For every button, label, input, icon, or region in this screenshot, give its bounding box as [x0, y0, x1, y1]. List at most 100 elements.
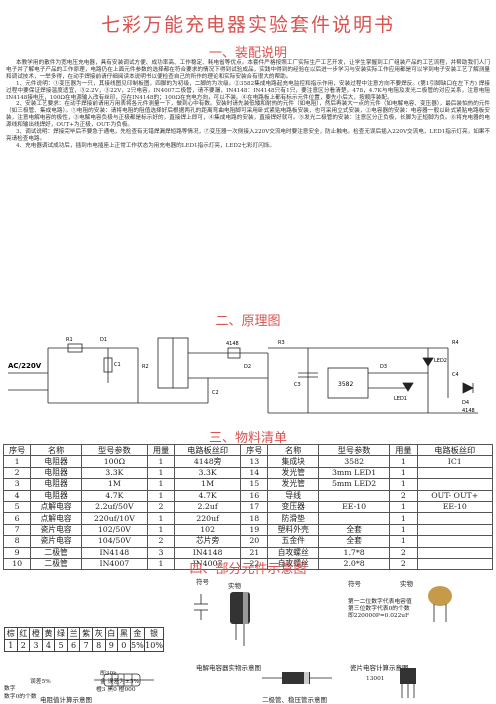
bom-cell: 集成块 [267, 455, 320, 468]
bom-cell: 1 [389, 523, 418, 537]
bom-cell [318, 489, 391, 502]
section-heading-schematic: 二、原理图 [215, 314, 281, 329]
electrolytic-real-label: 实物 [228, 582, 241, 590]
label-led2: LED2 [434, 358, 447, 364]
bom-cell: 3582 [318, 455, 391, 468]
label-d1: D1 [100, 337, 107, 343]
bom-cell: 瓷片电容 [30, 535, 82, 548]
bom-header-cell: 电路板丝印 [416, 443, 494, 457]
bom-cell: 20 [240, 535, 269, 548]
ceramic-note-3: 即220000P=0.022uF [348, 613, 410, 619]
bom-cell: 4 [2, 489, 32, 502]
ac-input-label: AC/220V [8, 362, 42, 370]
bom-cell: 点解电容 [30, 512, 82, 525]
ceramic-note-1: 第一二位数字代表电容值 [348, 599, 412, 605]
document-title: 七彩万能充电器实验套件说明书 [100, 14, 395, 36]
bom-cell: 100Ω [80, 455, 148, 468]
bom-cell: 8 [2, 535, 32, 548]
ceramic-real-label: 实物 [400, 580, 413, 588]
component-paragraph: 1、元件说明：①变压器为一只，其接线图见印制板图，四脚的为初级，二脚的为次级。②… [6, 80, 490, 101]
label-c4: C4 [452, 372, 459, 378]
bom-cell: 二极管 [30, 546, 82, 559]
bom-cell [416, 557, 494, 571]
bom-cell: 1 [146, 489, 176, 502]
bom-cell: 4.7K [174, 489, 242, 502]
label-led1: LED1 [394, 396, 407, 402]
bom-cell: 3.3K [174, 466, 242, 480]
res-note-zero-count: 数字0的个数 [4, 694, 37, 700]
transistor-label: 13001 [366, 676, 385, 682]
bom-cell: 1 [389, 478, 418, 491]
bom-cell: 电阻器 [30, 466, 82, 480]
assembly-text: 本教学用的散件为宽电压充电器，具有安装调试方便、成功率高、工作稳定、耗电省等优点… [6, 60, 490, 150]
label-r2: R2 [142, 364, 149, 370]
bom-cell: 自攻螺丝 [267, 546, 320, 559]
bom-header-cell: 电路板丝印 [174, 443, 242, 457]
ceramic-capacitor-image [428, 586, 452, 622]
res-note-bands: 橙3 黑0 橙000 [96, 687, 136, 693]
label-4148-a: 4148 [226, 341, 239, 347]
electrolytic-capacitor-image [194, 592, 250, 646]
bom-cell: 22 [240, 557, 269, 571]
debug-paragraph: 3、调试说明：焊接完毕后不要急于通电，先检查有无错焊漏焊短路等情况，⑦变压器一次… [6, 129, 490, 142]
bom-cell [416, 535, 494, 548]
ceramic-caption: 瓷片电容计算示意图 [350, 664, 409, 672]
label-r3: R3 [278, 340, 285, 346]
bom-cell: 自攻螺丝 [267, 557, 320, 571]
bom-cell: EE-10 [416, 500, 494, 514]
bom-cell: 1 [146, 455, 176, 468]
bom-cell: 2 [146, 500, 176, 514]
bom-cell: 9 [2, 546, 32, 559]
bom-cell: 6 [2, 512, 32, 525]
electrolytic-symbol-label: 符号 [196, 578, 209, 586]
bom-header-row: 序号 名称 型号参数 用量 电路板丝印 序号 名称 型号参数 用量 电路板丝印 [2, 443, 494, 457]
bom-header-cell: 用量 [389, 443, 418, 457]
bom-cell: 3.3K [80, 466, 148, 480]
bom-cell: 1 [389, 466, 418, 480]
bom-cell: 1 [389, 512, 418, 525]
bom-cell: 15 [240, 478, 269, 491]
bom-cell: 塑料外壳 [267, 523, 320, 537]
bom-cell: 五金件 [267, 535, 320, 548]
bom-table: 序号 名称 型号参数 用量 电路板丝印 序号 名称 型号参数 用量 电路板丝印 … [2, 443, 494, 571]
bom-cell: 1 [146, 523, 176, 537]
bom-cell: 电阻器 [30, 489, 82, 502]
bom-cell: 导线 [267, 489, 320, 502]
bom-cell [416, 512, 494, 525]
bom-cell: IC1 [416, 455, 494, 468]
bom-cell [416, 478, 494, 491]
res-note-tolerance: 误差5% [30, 679, 51, 685]
label-d4: D4 [462, 400, 469, 406]
bom-cell: EE-10 [318, 500, 391, 514]
bom-cell: 点解电容 [30, 500, 82, 514]
label-c3: C3 [294, 382, 301, 388]
res-note-gold: 金 误差为±5% [100, 679, 140, 685]
bom-header-cell: 用量 [146, 443, 176, 457]
resistor-diagram [94, 673, 154, 687]
bom-cell: 19 [240, 523, 269, 537]
bom-cell: 1.7*8 [318, 546, 391, 559]
bom-cell: 18 [240, 512, 269, 525]
bom-header-cell: 名称 [30, 443, 82, 457]
bom-cell: IN4148 [174, 546, 242, 559]
bom-cell: 2.2uf [174, 500, 242, 514]
bom-cell: 1 [146, 478, 176, 491]
transistor-image [400, 668, 416, 698]
color-digit-cell: 1 [4, 639, 18, 652]
diode-caption: 二极管、稳压管示意图 [262, 696, 327, 704]
bom-cell: 1 [389, 535, 418, 548]
bom-cell: 220uf/10V [80, 512, 148, 525]
bom-cell: 2.2uf/50V [80, 500, 148, 514]
bom-cell: 2 [2, 466, 32, 480]
bom-cell: 1M [174, 478, 242, 491]
bom-cell: IN4148 [80, 546, 148, 559]
bom-cell: 2 [146, 535, 176, 548]
label-d2: D2 [244, 364, 251, 370]
bom-cell: 1 [146, 512, 176, 525]
bom-cell: 2 [389, 546, 418, 559]
